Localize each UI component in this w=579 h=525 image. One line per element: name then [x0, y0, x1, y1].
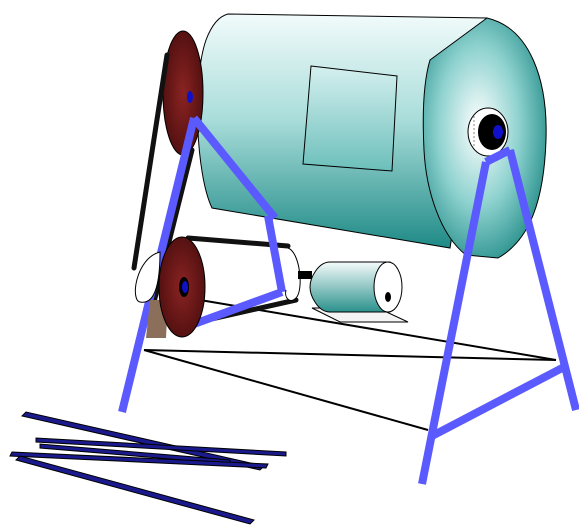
drum	[197, 14, 546, 258]
large-pulley	[163, 31, 203, 155]
motor	[298, 262, 408, 322]
drum-access-panel	[303, 66, 397, 171]
drum-hub	[468, 108, 508, 156]
motor-end-cap	[374, 262, 402, 312]
loose-rods	[10, 412, 286, 524]
